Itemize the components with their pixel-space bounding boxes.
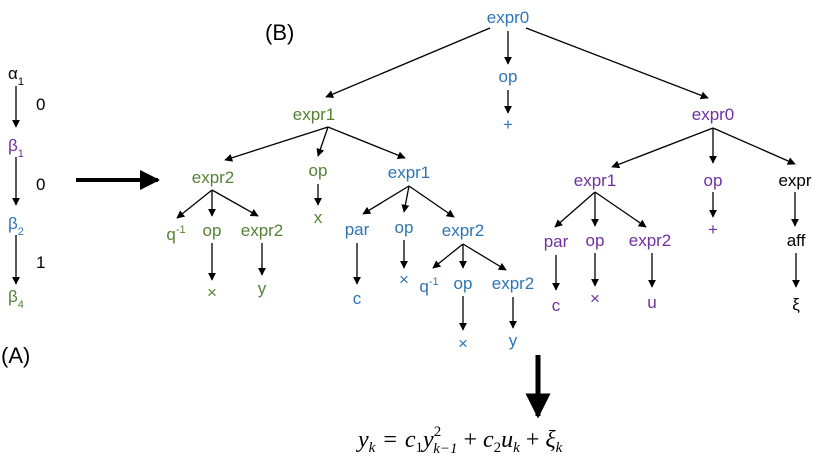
- tree-node-times-g: ×: [207, 283, 217, 302]
- tree-node-c-b: c: [353, 289, 362, 308]
- tree-node-plus-p: +: [708, 220, 718, 239]
- tree-node-y-g: y: [258, 279, 267, 298]
- tree-edge: [462, 243, 507, 271]
- tree-node-qinv-b: q-1: [419, 276, 438, 296]
- tree-node-plus-root: +: [503, 115, 513, 134]
- tree-node-expr0-p: expr0: [692, 105, 735, 124]
- chain-node-beta1: β1: [8, 136, 24, 160]
- chain-edge-label: 1: [36, 253, 45, 272]
- tree-edge: [176, 189, 213, 219]
- tree-edge: [611, 127, 714, 169]
- tree-node-expr2-g2: expr2: [241, 221, 284, 240]
- tree-node-expr1-b: expr1: [388, 163, 431, 182]
- tree-node-y-b: y: [509, 331, 518, 350]
- panel-label-a: (A): [1, 343, 30, 368]
- tree-node-op-b2: op: [454, 274, 473, 293]
- tree-node-root: expr0: [487, 8, 530, 27]
- chain-node-beta2: β2: [8, 214, 24, 238]
- chain-node-alpha1: α1: [8, 64, 24, 88]
- chain-edge-label: 0: [36, 95, 45, 114]
- tree-edge: [525, 27, 709, 100]
- tree-node-op-p2: op: [586, 231, 605, 250]
- tree-edge: [316, 126, 329, 157]
- derivation-chain: α1 β1 β2 β4 0 0 1: [8, 64, 45, 311]
- tree-edge: [211, 189, 259, 217]
- tree-node-expr2-g: expr2: [192, 168, 235, 187]
- tree-node-times-b2: ×: [458, 334, 468, 353]
- tree-edge: [408, 185, 455, 218]
- tree-node-par-b: par: [345, 220, 370, 239]
- tree-node-expr-k: expr: [778, 171, 811, 190]
- tree-node-par-p: par: [544, 232, 569, 251]
- tree-edge: [432, 243, 464, 269]
- tree-edge: [554, 191, 596, 228]
- tree-node-x-g: x: [314, 208, 323, 227]
- tree-node-times-b: ×: [399, 270, 409, 289]
- tree-node-c-p: c: [552, 296, 561, 315]
- tree-edge: [362, 185, 410, 215]
- tree-edge: [325, 27, 491, 98]
- tree-node-op-p: op: [704, 171, 723, 190]
- tree-edge: [594, 191, 647, 228]
- tree-node-expr2-b2: expr2: [492, 274, 535, 293]
- chain-node-beta4: β4: [8, 287, 24, 311]
- tree-edge: [401, 185, 410, 213]
- tree-node-expr2-b: expr2: [442, 221, 485, 240]
- tree-node-expr2-p: expr2: [629, 231, 672, 250]
- panel-label-b: (B): [265, 20, 294, 45]
- tree-node-op-g2: op: [203, 221, 222, 240]
- tree-node-qinv-g: q-1: [166, 224, 185, 244]
- tree-node-xi-k: ξ: [792, 295, 800, 314]
- tree-node-op-b: op: [395, 218, 414, 237]
- tree-node-op-plus-root: op: [499, 67, 518, 86]
- tree-edge: [712, 127, 796, 165]
- tree-edges: [12, 27, 800, 331]
- tree-node-expr1-p: expr1: [574, 171, 617, 190]
- expression-tree: expr0 op + expr1 expr0 expr2 op x expr1 …: [166, 8, 811, 353]
- tree-node-times-p: ×: [590, 289, 600, 308]
- tree-node-op-g: op: [309, 161, 328, 180]
- tree-node-expr1-g: expr1: [293, 105, 336, 124]
- tree-node-u-p: u: [647, 293, 656, 312]
- tree-edge: [327, 126, 406, 160]
- tree-edge: [224, 126, 329, 162]
- tree-node-aff-k: aff: [787, 231, 806, 250]
- chain-edge-label: 0: [36, 175, 45, 194]
